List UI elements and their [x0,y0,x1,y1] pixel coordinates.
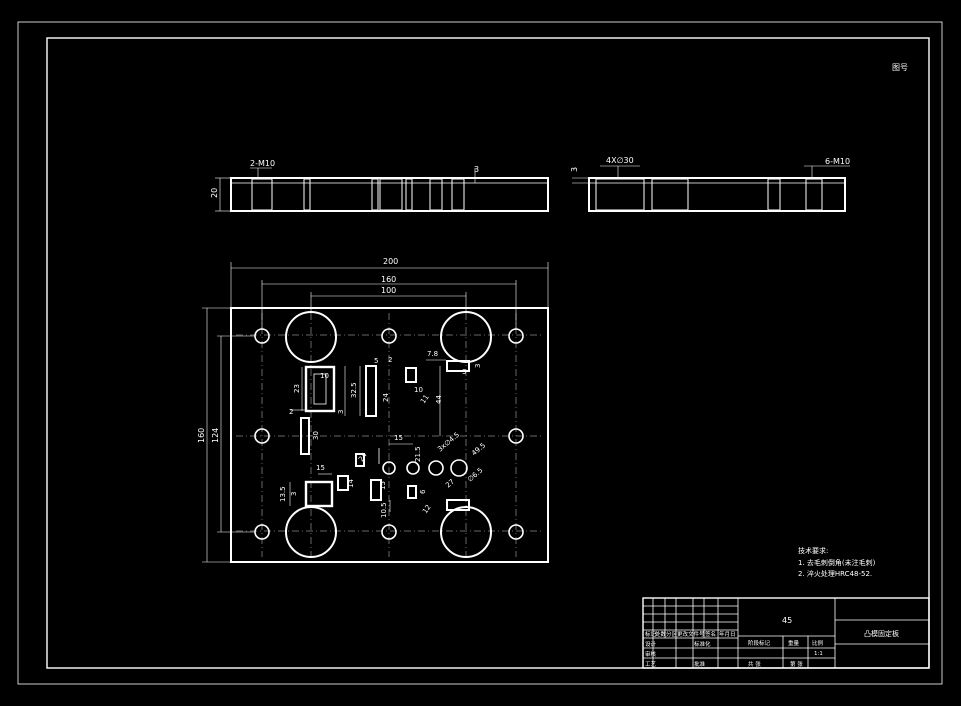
lbl-23: 23 [293,384,301,393]
tb-cell-count: 处数 [655,630,667,638]
sec-b-thread: 6-M10 [825,157,850,166]
tb-sheet-total: 共 张 [748,660,761,668]
tb-material: 45 [782,616,792,625]
lbl-10-5: 10.5 [380,502,388,518]
lbl-15a: 15 [394,434,403,442]
tb-cell-stage: 阶段标记 [748,639,771,647]
dim-width-200: 200 [383,257,398,266]
tb-cell-review: 审核 [645,650,657,658]
notes-title: 技术要求: [798,546,828,555]
sec-a-depth: 3 [474,165,479,174]
lbl-2b: 2 [388,356,392,364]
sec-b-depth: 3 [570,167,579,172]
technical-notes: 技术要求: 1. 去毛刺倒角(未注毛刺) 2. 淬火处理HRC48-52. [798,546,876,578]
lbl-10a: 10 [320,372,329,380]
lbl-5: 5 [374,357,378,365]
section-view-a: 20 2-M10 3 [210,159,549,212]
tb-cell-standard: 标准化 [694,640,711,648]
lbl-27: 27 [444,478,456,490]
plan-view: 200 160 100 160 124 23 2 10 32.5 3 5 2 7… [197,257,549,563]
tb-cell-sign: 签名 [705,630,716,638]
lbl-7-8: 7.8 [427,350,438,358]
tb-cell-date: 年月日 [719,630,736,638]
tb-cell-weight: 重量 [788,639,800,647]
lbl-15b: 15 [316,464,325,472]
dim-height-124: 124 [211,428,220,443]
tb-cell-zone: 分区 [666,630,678,638]
section-view-b: 4X∅30 6-M10 3 [570,156,850,212]
lbl-15c: 15 [379,481,387,490]
lbl-24b: 24 [357,451,369,463]
lbl-6-5: ∅6.5 [466,466,484,483]
sec-a-thread: 2-M10 [250,159,275,168]
lbl-11: 11 [419,393,431,405]
notes-item-2: 2. 淬火处理HRC48-52. [798,569,872,578]
tb-cell-process: 工艺 [645,661,657,668]
lbl-14: 14 [347,479,355,488]
dim-width-160: 160 [381,275,396,284]
lbl-3d: 3 [462,368,466,376]
tb-part-name: 凸模固定板 [864,629,899,638]
tb-cell-change: 更改文件号 [677,630,705,638]
dim-width-100: 100 [381,286,396,295]
lbl-32-5: 32.5 [350,382,358,398]
lbl-10b: 10 [414,386,423,394]
lbl-3a: 3 [337,410,345,414]
lbl-12: 12 [421,503,433,515]
title-block: 标记 处数 分区 更改文件号 签名 年月日 设计 标准化 审核 工艺 批准 阶段… [642,597,930,669]
inner-frame [46,37,930,669]
lbl-13-5: 13.5 [279,486,287,502]
tb-cell-approve: 批准 [694,660,706,668]
lbl-6: 6 [419,489,427,494]
lbl-44: 44 [435,395,443,404]
tb-cell-mark: 标记 [645,630,657,638]
dim-height-160: 160 [197,428,206,443]
notes-item-1: 1. 去毛刺倒角(未注毛刺) [798,558,876,567]
outer-frame [17,21,943,685]
lbl-3b: 3 [474,364,482,368]
lbl-24: 24 [382,393,390,402]
sec-a-height: 20 [210,188,219,198]
lbl-21-5: 21.5 [414,446,422,462]
tb-sheet-number: 第 张 [790,660,803,668]
lbl-49-5: 49.5 [470,441,487,457]
tb-cell-scale: 比例 [812,639,824,647]
lbl-2: 2 [289,408,293,416]
lbl-30: 30 [312,431,320,440]
tb-scale-value: 1:1 [814,651,823,657]
sec-b-holes: 4X∅30 [606,156,634,165]
page-mark: 图号 [892,63,908,72]
tb-cell-design: 设计 [645,640,657,648]
lbl-3c: 3 [290,492,298,496]
